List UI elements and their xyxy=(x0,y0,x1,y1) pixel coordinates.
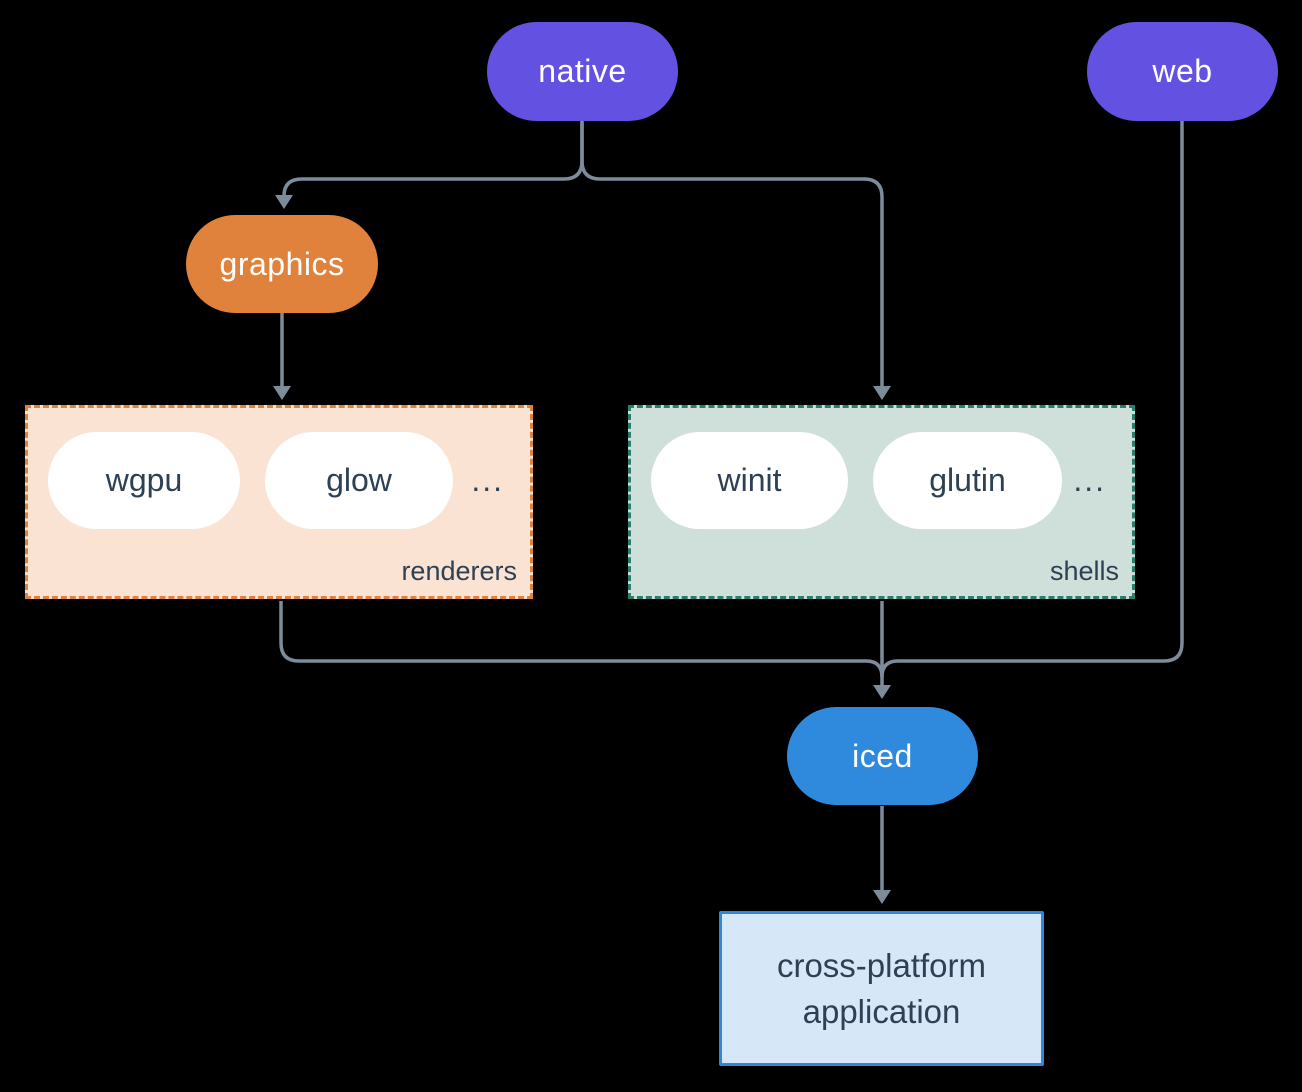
edge-renderers-merge xyxy=(279,601,884,678)
node-winit-label: winit xyxy=(717,462,782,498)
arrowhead-iced xyxy=(873,685,891,699)
arrowhead-application xyxy=(873,890,891,904)
group-shells: winit glutin ... shells xyxy=(628,405,1135,599)
arrowhead-renderers xyxy=(273,386,291,400)
node-native: native xyxy=(487,22,678,121)
renderers-group-label: renderers xyxy=(401,556,517,586)
node-wgpu-label: wgpu xyxy=(105,462,183,498)
node-glow: glow xyxy=(265,432,453,529)
node-graphics-label: graphics xyxy=(219,245,345,282)
shells-ellipsis: ... xyxy=(1073,462,1106,498)
node-cross-platform-application: cross-platform application xyxy=(719,911,1044,1066)
node-glutin-label: glutin xyxy=(929,462,1006,498)
node-wgpu: wgpu xyxy=(48,432,240,529)
node-native-label: native xyxy=(538,53,627,89)
application-label-line2: application xyxy=(802,992,961,1030)
edge-native-shells xyxy=(580,121,884,387)
shells-group-label: shells xyxy=(1049,556,1119,586)
node-iced-label: iced xyxy=(852,737,913,774)
node-glutin: glutin xyxy=(873,432,1062,529)
node-iced: iced xyxy=(787,707,978,805)
renderers-ellipsis: ... xyxy=(471,462,504,498)
node-winit: winit xyxy=(651,432,848,529)
node-glow-label: glow xyxy=(326,462,392,498)
arrowhead-graphics xyxy=(275,195,293,209)
edge-web-merge xyxy=(880,121,1184,678)
node-graphics: graphics xyxy=(186,215,378,313)
node-web-label: web xyxy=(1152,53,1213,89)
node-web: web xyxy=(1087,22,1278,121)
arrowhead-shells xyxy=(873,386,891,400)
edge-native-graphics xyxy=(282,121,584,197)
group-renderers: wgpu glow ... renderers xyxy=(25,405,533,599)
application-label-line1: cross-platform xyxy=(776,946,987,984)
